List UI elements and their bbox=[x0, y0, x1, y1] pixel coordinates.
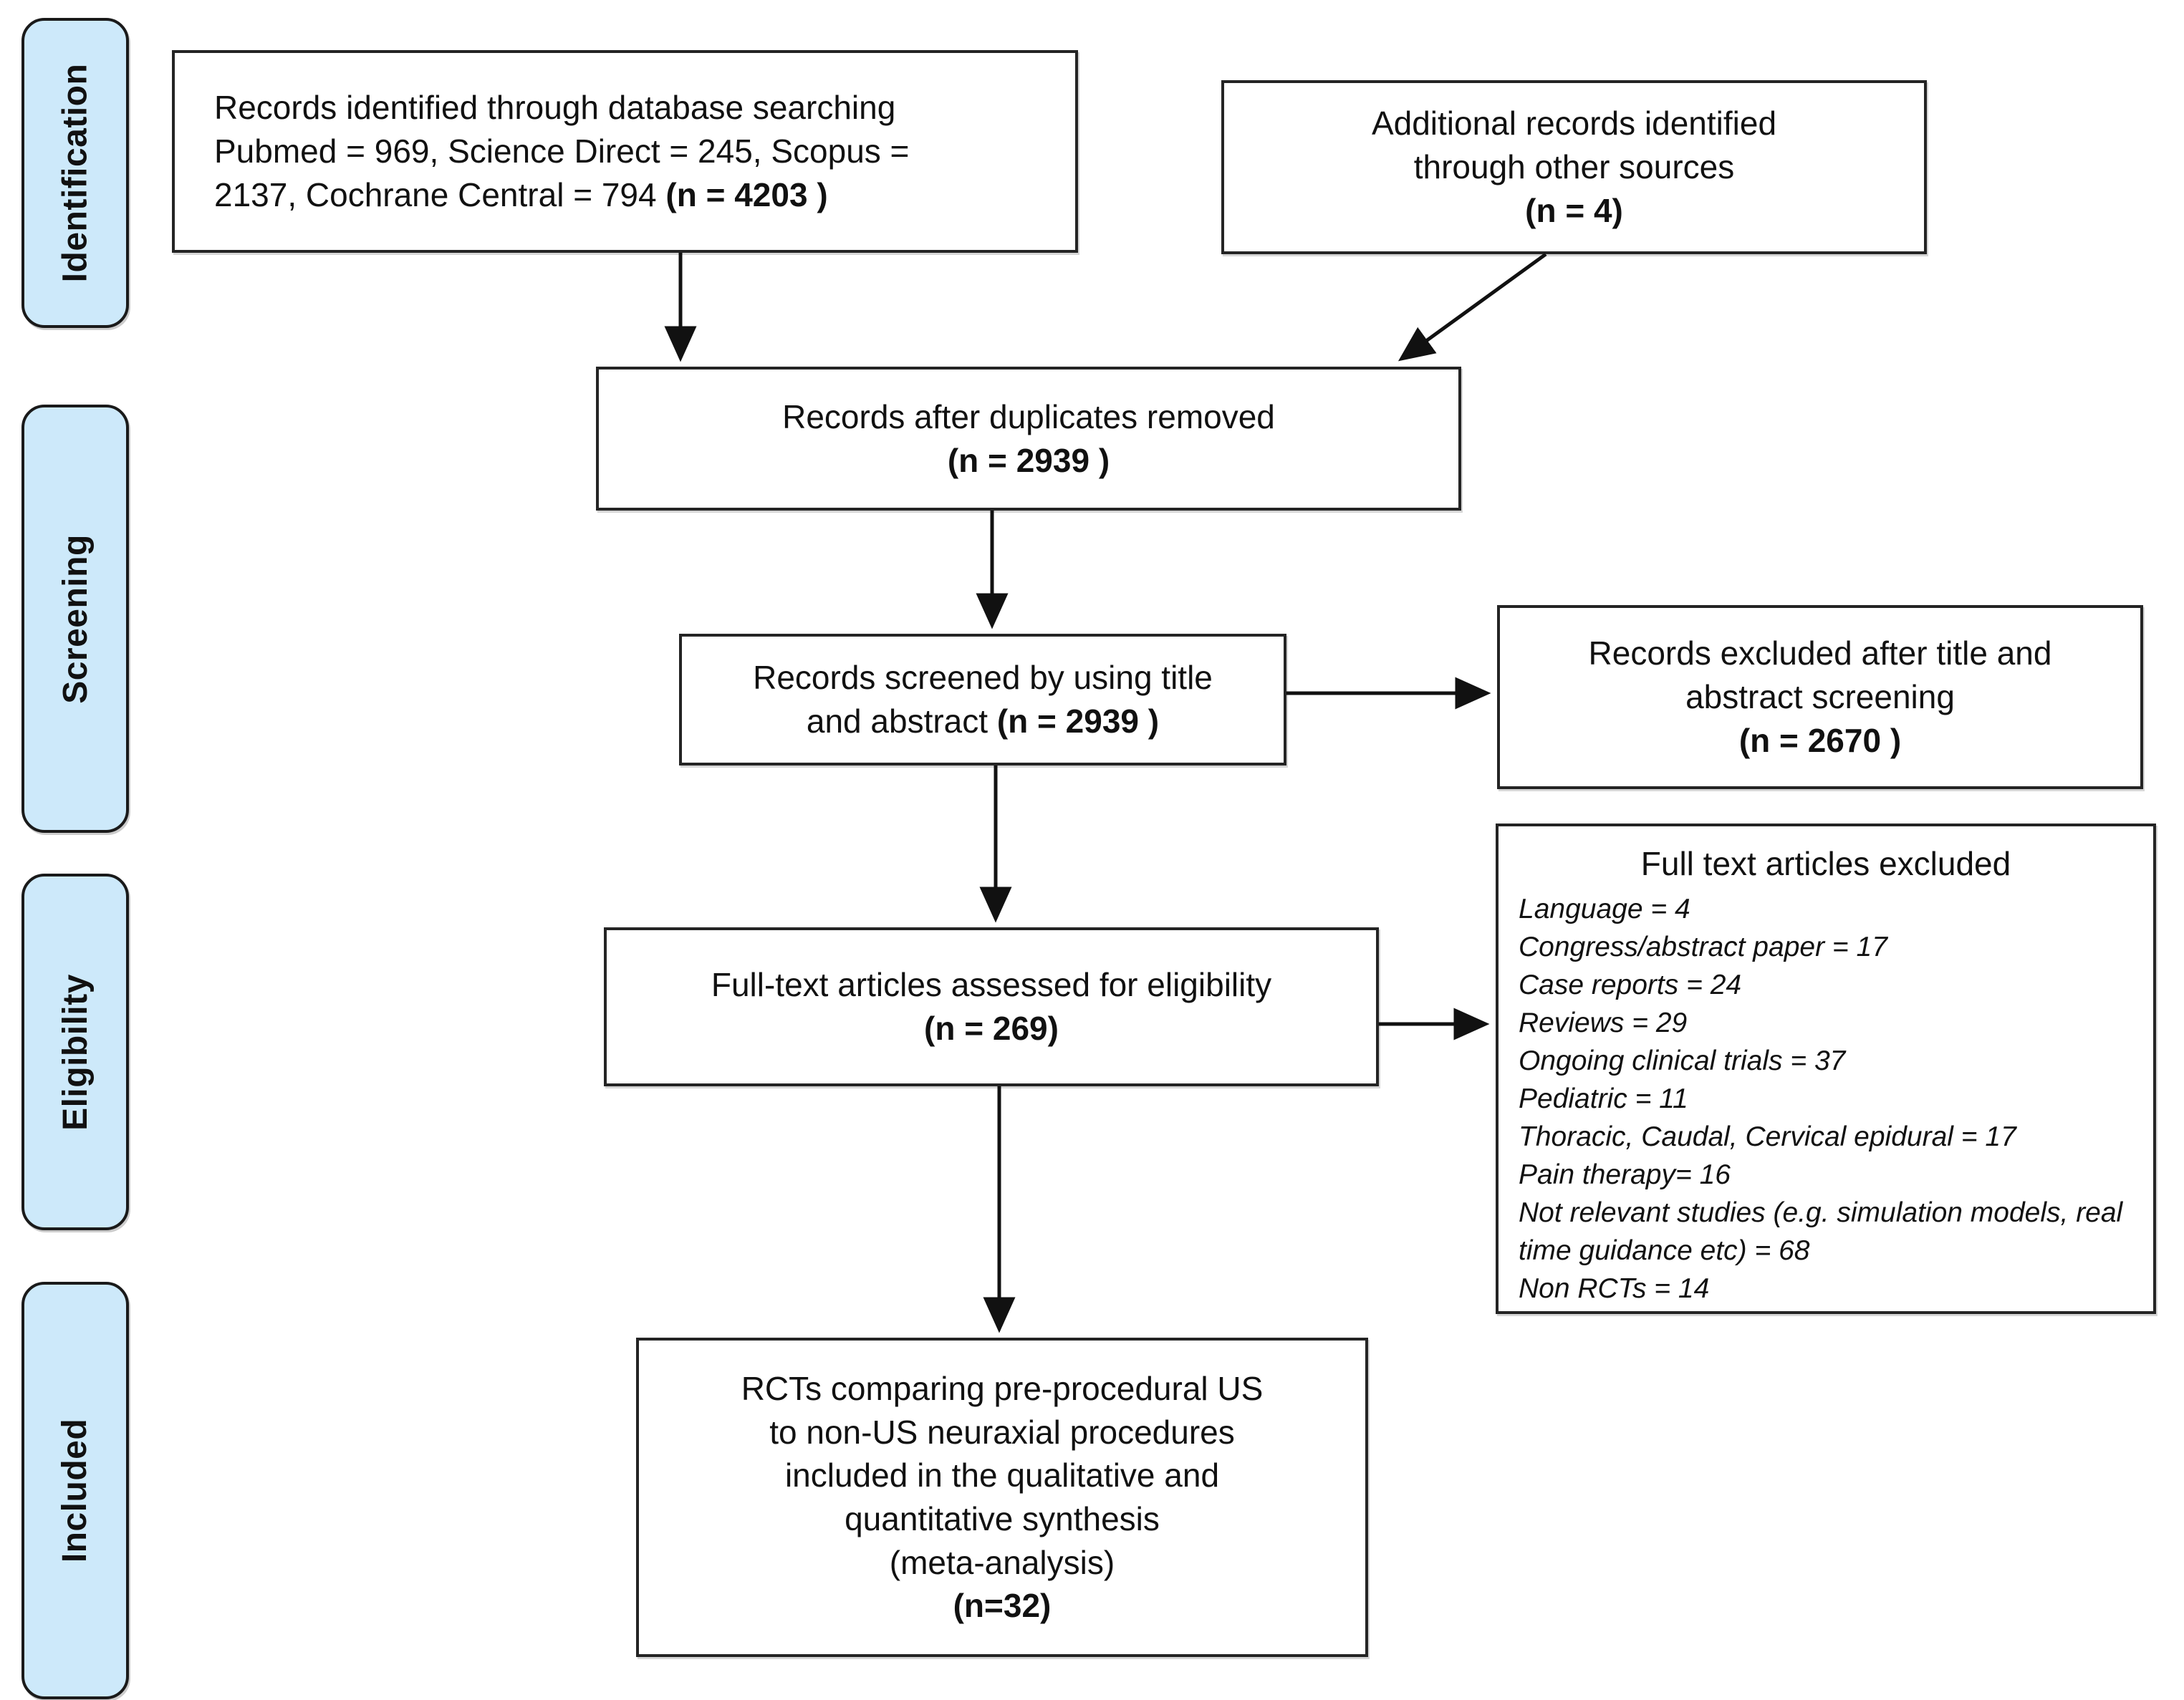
excluded-reason-ongoing-trials: Ongoing clinical trials = 37 bbox=[1519, 1045, 1846, 1076]
stage-identification-label: Identification bbox=[56, 63, 95, 283]
records-excluded-box: Records excluded after title and abstrac… bbox=[1497, 605, 2143, 789]
excluded-reason-not-relevant: Not relevant studies (e.g. simulation mo… bbox=[1519, 1197, 2123, 1266]
excluded-reason-language: Language = 4 bbox=[1519, 893, 1690, 924]
excluded-reason-reviews: Reviews = 29 bbox=[1519, 1007, 1688, 1038]
other-sources-line1: Additional records identified bbox=[1371, 105, 1777, 143]
records-identified-box: Records identified through database sear… bbox=[172, 50, 1078, 253]
excluded-reason-case-reports: Case reports = 24 bbox=[1519, 969, 1742, 1000]
records-excluded-count: (n = 2670 ) bbox=[1738, 721, 1902, 759]
records-excluded-line1: Records excluded after title and bbox=[1588, 634, 2052, 672]
other-sources-box: Additional records identified through ot… bbox=[1221, 80, 1927, 254]
stage-included-label: Included bbox=[56, 1418, 95, 1563]
included-rcts-line2: to non-US neuraxial procedures bbox=[769, 1413, 1235, 1451]
included-rcts-line5: (meta-analysis) bbox=[889, 1543, 1115, 1581]
excluded-reason-non-rcts: Non RCTs = 14 bbox=[1519, 1273, 1710, 1305]
stage-screening: Screening bbox=[21, 405, 129, 833]
included-rcts-box: RCTs comparing pre-procedural US to non-… bbox=[636, 1338, 1368, 1657]
excluded-reason-pain-therapy: Pain therapy= 16 bbox=[1519, 1159, 1731, 1190]
stage-eligibility: Eligibility bbox=[21, 874, 129, 1230]
other-sources-count: (n = 4) bbox=[1525, 191, 1623, 229]
excluded-reason-pediatric: Pediatric = 11 bbox=[1519, 1083, 1688, 1114]
excluded-reason-congress: Congress/abstract paper = 17 bbox=[1519, 931, 1887, 962]
records-identified-count: (n = 4203 ) bbox=[665, 175, 828, 213]
stage-screening-label: Screening bbox=[56, 533, 95, 704]
included-rcts-line4: quantitative synthesis bbox=[845, 1500, 1160, 1537]
fulltext-excluded-box: Full text articles excluded Language = 4… bbox=[1496, 824, 2156, 1314]
records-excluded-line2: abstract screening bbox=[1685, 678, 1955, 716]
included-rcts-line3: included in the qualitative and bbox=[784, 1457, 1220, 1494]
fulltext-assessed-box: Full-text articles assessed for eligibil… bbox=[604, 927, 1379, 1086]
records-screened-count: (n = 2939 ) bbox=[996, 702, 1160, 740]
fulltext-excluded-title: Full text articles excluded bbox=[1640, 845, 2011, 882]
duplicates-removed-count: (n = 2939 ) bbox=[947, 441, 1110, 479]
stage-eligibility-label: Eligibility bbox=[56, 973, 95, 1131]
excluded-reason-epidural: Thoracic, Caudal, Cervical epidural = 17 bbox=[1519, 1121, 2016, 1152]
records-identified-line2: Pubmed = 969, Science Direct = 245, Scop… bbox=[214, 132, 910, 170]
records-screened-line2: and abstract (n = 2939 ) bbox=[806, 702, 1160, 740]
arrow-other-sources-to-duplicates bbox=[1398, 252, 1547, 362]
fulltext-assessed-line1: Full-text articles assessed for eligibil… bbox=[711, 966, 1272, 1004]
other-sources-line2: through other sources bbox=[1413, 148, 1735, 186]
included-rcts-line1: RCTs comparing pre-procedural US bbox=[741, 1369, 1264, 1407]
records-identified-line1: Records identified through database sear… bbox=[214, 89, 896, 127]
records-screened-line1: Records screened by using title bbox=[753, 659, 1213, 697]
stage-included: Included bbox=[21, 1282, 129, 1699]
records-screened-box: Records screened by using title and abst… bbox=[679, 634, 1286, 766]
duplicates-removed-line1: Records after duplicates removed bbox=[782, 397, 1275, 435]
duplicates-removed-box: Records after duplicates removed (n = 29… bbox=[596, 367, 1461, 511]
fulltext-assessed-count: (n = 269) bbox=[924, 1010, 1059, 1047]
records-identified-line3: 2137, Cochrane Central = 794 (n = 4203 ) bbox=[214, 175, 828, 213]
stage-identification: Identification bbox=[21, 18, 129, 328]
included-rcts-count: (n=32) bbox=[953, 1587, 1052, 1625]
